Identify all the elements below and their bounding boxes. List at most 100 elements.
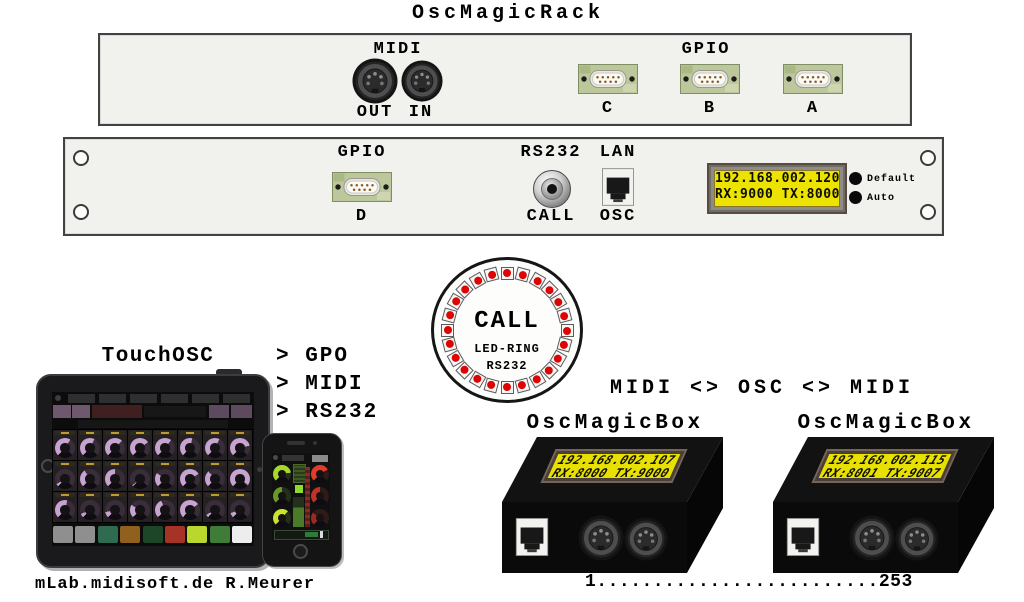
box2-lcd-ports: RX:8001 TX:9007 [820,466,943,480]
default-button-label: Default [867,174,917,185]
screen-tab [99,394,126,403]
gpio-port-a-connector-icon [783,64,843,94]
box1-rj45-connector-icon [515,518,549,556]
ipad-touchosc-screen [52,392,254,546]
knob-value-tick [236,432,244,434]
knob [80,438,100,458]
rs232-call-jack-icon [533,170,571,208]
gpio-port-c-label: C [601,99,615,118]
screen-block [72,405,90,418]
call-led [483,377,500,394]
page-title: OscMagicRack [411,2,605,25]
led-dot [517,380,528,390]
knob [80,500,100,520]
midi-in-label: IN [408,103,434,122]
screen-block [144,406,206,417]
led-dot [458,284,471,296]
screen-title-bar [78,420,228,428]
device-id-range-label: 1.........................253 [585,572,913,592]
call-led [514,266,531,283]
default-button [849,172,862,185]
knob [180,438,200,458]
auto-button [849,191,862,204]
box2-lcd-screen: 192.168.002.115 RX:8001 TX:9007 [818,453,952,480]
screen-tab [130,394,157,403]
iphone-camera-icon [313,441,317,445]
led-dot [531,373,543,385]
knob [105,500,125,520]
led-dot [517,270,528,280]
output-gpo-label: > GPO [276,345,350,368]
led-dot [553,353,565,364]
screen-block [282,455,304,461]
knob [130,438,150,458]
knob-value-tick [161,463,169,465]
call-led [500,266,514,280]
screen-block [53,405,71,418]
knob-value-tick [186,494,194,496]
midi-section-label: MIDI [373,40,423,59]
led-dot [449,296,461,307]
led-dot [560,310,570,321]
knob [230,469,250,489]
screen-menu-dot [55,395,61,401]
screen-pad [209,526,230,543]
led-dot [444,339,454,350]
box1-lcd-ports: RX:8000 TX:9000 [549,466,672,480]
knob-cell [203,492,227,522]
knob [205,469,225,489]
knob-cell [53,492,77,522]
knob-cell [153,492,177,522]
iphone-touchosc-screen [272,453,330,541]
knob-value-tick [136,463,144,465]
screw-hole [920,150,936,166]
knob-value-tick [136,494,144,496]
knob-value-tick [211,463,219,465]
knob [155,438,175,458]
led-dot [503,269,511,277]
knob [130,469,150,489]
knob [155,500,175,520]
knob [80,469,100,489]
knob [273,487,291,505]
box2-lcd-display: 192.168.002.115 RX:8001 TX:9007 [811,449,959,483]
knob [311,465,329,483]
box1-title: OscMagicBox [526,412,704,435]
gpio-d-section-label: GPIO [337,143,387,162]
knob-cell [178,492,202,522]
screen-block [273,455,278,460]
screen-pad [232,526,253,543]
screw-hole [73,150,89,166]
knob [155,469,175,489]
knob-cell [228,492,252,522]
knob-cell [53,430,77,460]
screen-pad [295,485,303,493]
screen-tab [223,394,250,403]
output-rs232-label: > RS232 [276,401,379,424]
knob-value-tick [111,494,119,496]
box1-lcd-screen: 192.168.002.107 RX:8000 TX:9000 [547,453,681,480]
box1-midi-connector-icon [624,517,668,561]
knob-cell [153,430,177,460]
rs232-label: RS232 [520,143,582,162]
osc-label: OSC [599,207,637,226]
knob-value-tick [236,494,244,496]
screen-pad [75,526,96,543]
knob-cell [78,430,102,460]
knob-cell [103,492,127,522]
ipad-device [36,374,270,568]
knob [205,438,225,458]
ipad-power-button [216,369,242,376]
led-dot [444,310,454,321]
knob-cell [228,461,252,491]
screen-fader [305,467,310,527]
led-dot [563,326,571,334]
rack-lcd-screen: 192.168.002.120 RX:9000 TX:8000 [714,170,840,207]
rack-unit-bottom: GPIO D RS232 CALL LAN OSC 192.168.002.12… [63,137,944,236]
call-led [440,323,454,337]
led-dot [471,275,483,287]
knob-cell [53,461,77,491]
call-led [441,307,457,324]
knob-value-tick [211,494,219,496]
